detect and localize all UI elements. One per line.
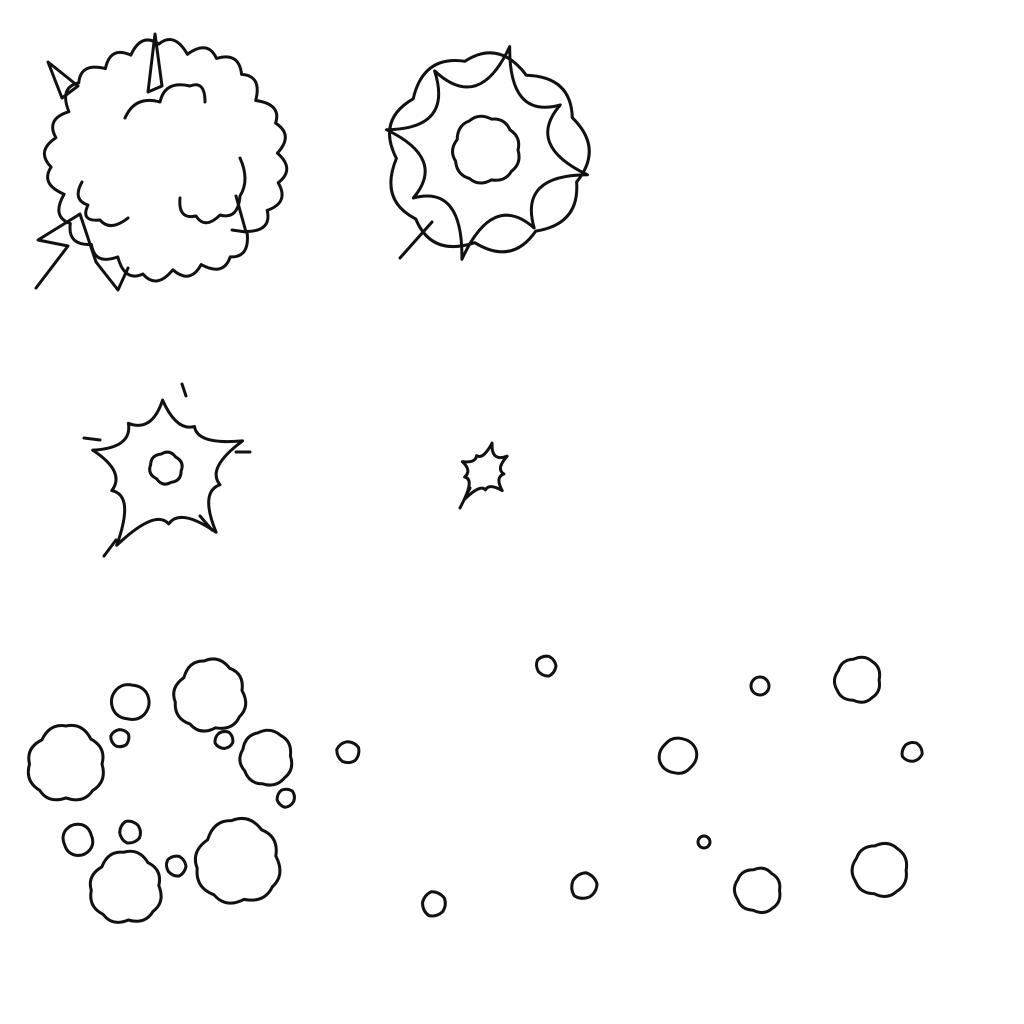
- smoke-puff: [421, 890, 447, 918]
- cloud-inner-curl: [178, 156, 247, 225]
- ring-outer-petals: [388, 51, 591, 254]
- smoke-puff: [335, 740, 361, 765]
- spark-speed-line: [82, 436, 102, 442]
- spark-core-cloud: [148, 450, 184, 486]
- spark-speed-line: [180, 382, 188, 398]
- explosion-spark-medium: [82, 382, 252, 558]
- burst-spike: [34, 60, 130, 292]
- smoke-ring-dispersed: [421, 654, 924, 918]
- smoke-puff: [732, 866, 782, 915]
- spark-speed-line: [198, 514, 214, 532]
- smoke-puff: [109, 728, 131, 749]
- smoke-puff: [696, 834, 712, 850]
- smoke-puff: [850, 841, 909, 898]
- smoke-puff: [213, 729, 235, 750]
- smoke-puff: [238, 728, 294, 787]
- smoke-puff: [193, 817, 282, 905]
- smoke-puff: [570, 871, 599, 900]
- smoke-puff: [749, 675, 771, 697]
- spark-speed-line: [102, 538, 118, 558]
- cloud-inner-curl: [123, 83, 207, 120]
- cloud-outline: [43, 38, 289, 283]
- ring-core-cloud: [451, 114, 521, 185]
- explosion-spark-small: [458, 441, 509, 510]
- smoke-puff: [61, 822, 95, 857]
- smoke-puff: [165, 854, 188, 878]
- smoke-puff: [534, 654, 558, 678]
- smoke-puff: [109, 683, 151, 721]
- smoke-puff: [118, 819, 142, 845]
- explosion-large-cloud-burst: [34, 32, 289, 292]
- smoke-puff: [832, 655, 882, 704]
- burst-spike: [458, 486, 472, 510]
- smoke-puff: [275, 787, 296, 809]
- spark-star-outline: [91, 398, 245, 547]
- smoke-ring-dense: [26, 657, 361, 924]
- smoke-puff: [26, 723, 105, 802]
- smoke-puff: [172, 657, 248, 733]
- cloud-inner-curl: [76, 180, 130, 227]
- smoke-puff: [88, 849, 163, 924]
- smoke-puff: [900, 740, 924, 763]
- spark-star-outline: [460, 441, 509, 502]
- burst-spike: [398, 220, 434, 260]
- ring-star-rays: [385, 45, 589, 261]
- smoke-puff: [657, 736, 699, 775]
- explosion-ring-burst: [385, 45, 591, 261]
